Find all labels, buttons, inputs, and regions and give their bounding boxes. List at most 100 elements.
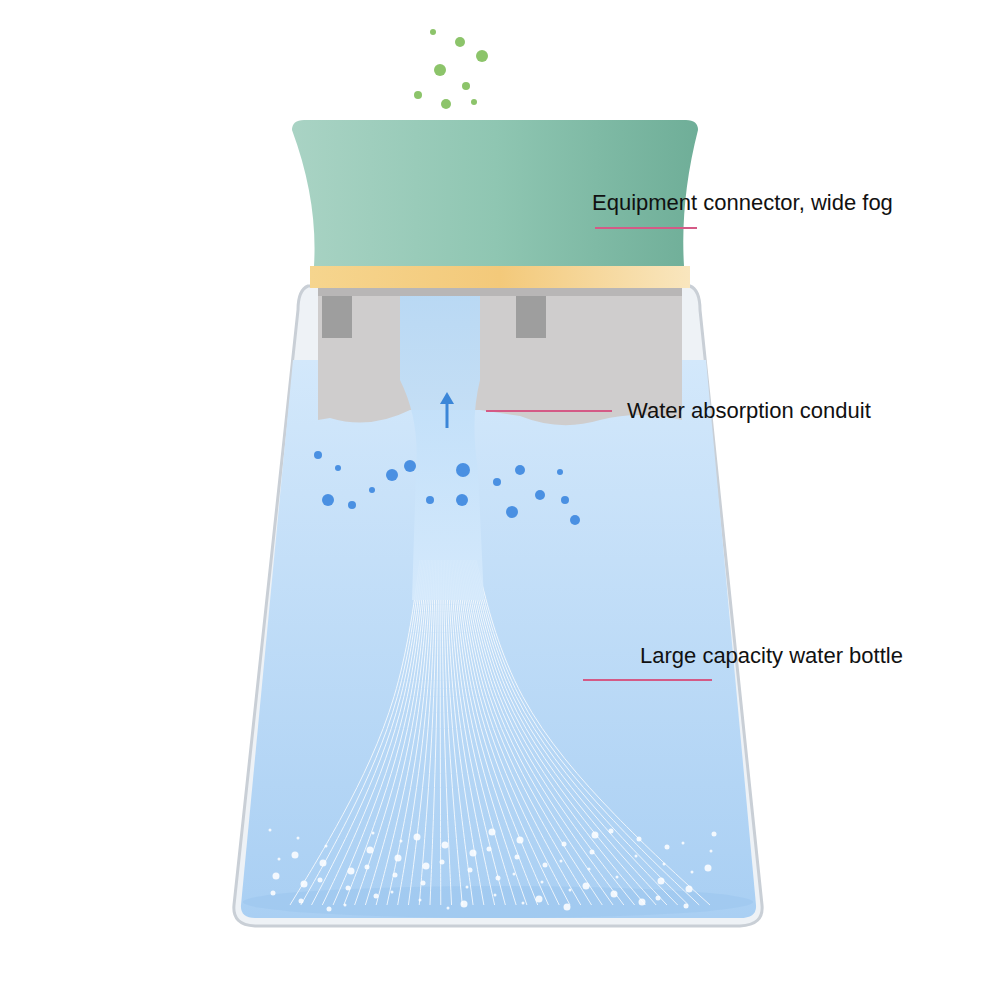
sparkle <box>569 889 572 892</box>
sparkle <box>487 847 492 852</box>
sparkle <box>496 876 501 881</box>
sparkle <box>348 868 355 875</box>
sparkle <box>522 902 525 905</box>
fibre <box>301 560 422 905</box>
sparkle <box>367 847 374 854</box>
sparkle <box>656 896 661 901</box>
sparkle <box>515 855 520 860</box>
sparkle <box>269 829 272 832</box>
sparkle <box>278 858 281 861</box>
flow-arrow <box>446 400 449 428</box>
water-bottle <box>234 286 762 926</box>
bubble <box>314 451 322 459</box>
sparkle <box>663 863 666 866</box>
water <box>241 360 756 918</box>
bubbles <box>314 451 580 525</box>
fibre <box>473 560 688 905</box>
bubble <box>506 506 518 518</box>
bubble <box>557 469 563 475</box>
sparkle <box>400 840 403 843</box>
sparkle <box>466 886 469 889</box>
sparkle <box>320 860 327 867</box>
sparkle <box>423 863 430 870</box>
sparkle <box>273 873 280 880</box>
sparkles <box>269 829 717 912</box>
fibre <box>462 560 603 905</box>
fibre <box>355 560 429 905</box>
sparkle <box>489 829 496 836</box>
bubble <box>426 496 434 504</box>
sparkle <box>684 904 689 909</box>
sparkle <box>639 899 646 906</box>
sparkle <box>517 837 524 844</box>
fibre <box>449 560 506 905</box>
sparkle <box>562 842 567 847</box>
sparkle <box>318 878 323 883</box>
sparkle <box>686 886 693 893</box>
sparkle <box>637 837 642 842</box>
bubble <box>535 490 545 500</box>
sparkle <box>592 832 599 839</box>
sparkle <box>271 891 276 896</box>
sparkle <box>365 865 370 870</box>
sparkle <box>344 904 347 907</box>
fibre <box>398 560 435 905</box>
sparkle <box>292 852 299 859</box>
wick <box>400 296 484 600</box>
fibre <box>444 560 473 905</box>
bubble <box>456 494 468 506</box>
sparkle <box>513 873 516 876</box>
sparkle <box>461 901 468 908</box>
sparkle <box>419 899 422 902</box>
flow-arrow-head <box>440 392 454 404</box>
sparkle <box>583 883 590 890</box>
fibre <box>476 560 710 905</box>
callout-label: Water absorption conduit <box>627 398 871 424</box>
sparkle <box>590 850 595 855</box>
bubble <box>456 463 470 477</box>
sparkle <box>299 899 304 904</box>
bubble <box>335 465 341 471</box>
sparkle <box>414 834 421 841</box>
connector-ring <box>310 266 690 288</box>
fibre <box>430 560 439 905</box>
sparkle <box>691 871 694 874</box>
sparkle <box>682 842 685 845</box>
insert-tab <box>516 294 546 338</box>
fog-dots <box>414 29 488 109</box>
bubble <box>515 465 525 475</box>
sparkle <box>421 881 426 886</box>
fibre <box>440 560 442 905</box>
sparkle <box>536 896 543 903</box>
sparkle <box>391 891 394 894</box>
sparkle <box>541 881 544 884</box>
bubble <box>348 501 356 509</box>
sparkle <box>705 865 712 872</box>
bubble <box>386 469 398 481</box>
sparkle <box>395 855 402 862</box>
fibre <box>467 560 645 905</box>
sparkle <box>609 829 614 834</box>
sparkle <box>468 868 473 873</box>
sparkle <box>710 850 713 853</box>
sparkle <box>442 842 449 849</box>
sparkle <box>543 863 548 868</box>
sparkle <box>616 876 619 879</box>
sparkle <box>374 894 379 899</box>
sparkle <box>635 855 638 858</box>
sparkle <box>588 868 591 871</box>
sparkle <box>440 860 445 865</box>
sparkle <box>560 860 563 863</box>
sparkle <box>470 850 477 857</box>
bubble <box>369 487 375 493</box>
fibre <box>465 560 624 905</box>
fibre <box>472 560 678 905</box>
sparkle <box>301 881 308 888</box>
sparkle <box>712 832 717 837</box>
sparkle <box>393 873 398 878</box>
fibre <box>475 560 700 905</box>
sparkle <box>611 891 618 898</box>
bubble <box>404 460 416 472</box>
bubble <box>322 494 334 506</box>
bubble <box>570 515 580 525</box>
